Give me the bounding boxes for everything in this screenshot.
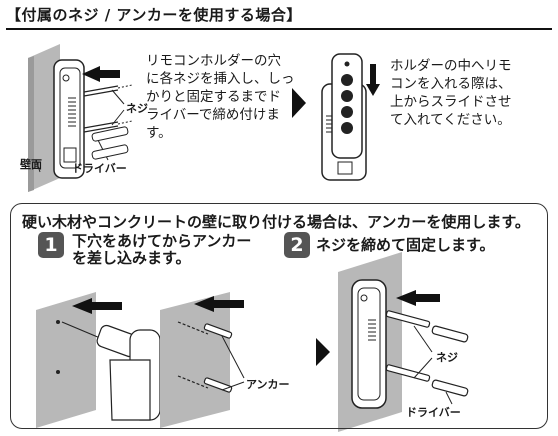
holder-side-view [53, 59, 85, 179]
screw-fix-illustration [338, 252, 469, 432]
next-step-arrow-2 [316, 338, 330, 366]
driver-label: ドライバー [72, 162, 127, 175]
anchor-insert-illustration [160, 292, 245, 428]
slide-down-arrow [366, 84, 380, 96]
step-1-text: 下穴をあけてからアンカー を差し込みます。 [72, 232, 252, 267]
anchor-section-box [10, 203, 548, 429]
slide-instruction-text: ホルダーの中へリモ コンを入れる際は、 上からスライドさせ て入れてください。 [390, 58, 512, 128]
step-2-badge: 2 [284, 232, 310, 258]
anchor-section-heading: 硬い木材やコンクリートの壁に取り付ける場合は、アンカーを使用します。 [22, 213, 530, 231]
title-divider [6, 28, 552, 30]
step-1-badge: 1 [38, 232, 64, 258]
driver-label-2: ドライバー [406, 406, 461, 419]
drill-illustration [36, 292, 161, 428]
next-step-arrow [292, 88, 306, 118]
remote-slide-illustration [321, 53, 380, 181]
wall-label: 壁面 [20, 158, 42, 171]
anchor-label: アンカー [246, 378, 290, 391]
push-arrow [82, 66, 120, 82]
mount-instruction-text: リモコンホルダーの穴 に各ネジを挿入し、しっ かりと固定するまでド ライバーで締… [146, 53, 295, 141]
screw-label-2: ネジ [436, 351, 458, 364]
screw-label: ネジ [126, 102, 148, 115]
page-title: 【付属のネジ / アンカーを使用する場合】 [6, 6, 302, 24]
wall-mount-illustration [28, 44, 133, 192]
step-2-text: ネジを締めて固定します。 [316, 236, 495, 254]
